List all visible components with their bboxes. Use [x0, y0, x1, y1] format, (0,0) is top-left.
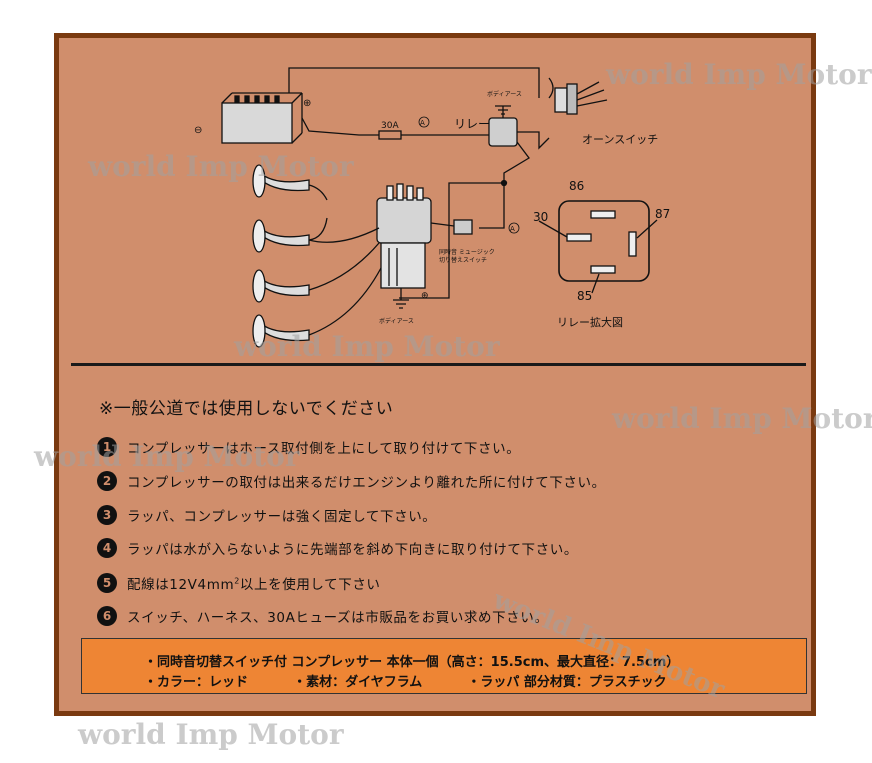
relay-earth-label: ボディアース: [487, 90, 522, 98]
battery-cell: [254, 95, 260, 103]
pin-86-label: 86: [569, 179, 584, 193]
instruction-item: 4 ラッパは水が入らないように先端部を斜め下向きに取り付けて下さい。: [97, 537, 578, 559]
wire-relay-to-compressor: [503, 141, 530, 183]
battery-negative-label: ⊖: [194, 125, 202, 136]
horn-switch-label: オーンスイッチ: [582, 133, 658, 146]
battery-cell: [244, 95, 250, 103]
compressor-port: [386, 185, 394, 201]
music-switch-caption-2: 切り替えスイッチ: [439, 256, 487, 264]
instruction-number: 5: [97, 573, 117, 593]
instruction-item: 2 コンプレッサーの取付は出来るだけエンジンより離れた所に付けて下さい。: [97, 470, 606, 492]
spec-box: ・同時音切替スイッチ付 コンプレッサー 本体一個（高さ：15.5cm、最大直径：…: [81, 638, 807, 694]
pin-85-leader: [591, 273, 600, 294]
spec-color: ・カラー：レッド: [144, 675, 249, 690]
battery-edge: [291, 132, 303, 144]
public-road-warning: ※一般公道では使用しないでください: [99, 399, 394, 419]
section-divider: [71, 363, 806, 366]
pin-30-leader: [538, 220, 568, 238]
instruction-superscript: 2: [234, 576, 240, 586]
instruction-text: 配線は12V4mm2以上を使用して下さい: [127, 573, 381, 594]
fuse-label: 30A: [381, 121, 399, 131]
horn-2: [252, 217, 380, 253]
compressor-port: [406, 185, 414, 201]
fuse: [378, 130, 402, 140]
music-switch-caption-1: 同時音 ミュージック: [439, 248, 495, 256]
instruction-text: ラッパ、コンプレッサーは強く固定して下さい。: [127, 509, 437, 525]
compressor-port: [416, 187, 424, 201]
battery-body: [221, 102, 293, 144]
instruction-item: 5 配線は12V4mm2以上を使用して下さい: [97, 572, 381, 594]
wire-switch-loop: [548, 77, 554, 99]
instruction-number: 4: [97, 538, 117, 558]
instruction-text: コンプレッサーの取付は出来るだけエンジンより離れた所に付けて下さい。: [127, 475, 606, 491]
instruction-number: 6: [97, 606, 117, 626]
horn-switch-wires: [576, 81, 608, 107]
instruction-number: 1: [97, 437, 117, 457]
instruction-text: コンプレッサーはホース取付側を上にして取り付けて下さい。: [127, 441, 521, 457]
instruction-panel: ⊖ ⊕ 30A A リレー ボディアース オーンスイッチ ⊕ ボディアース 同時…: [54, 33, 816, 716]
relay-label: リレー: [454, 117, 490, 131]
pin-87-leader: [636, 219, 658, 239]
instruction-item: 3 ラッパ、コンプレッサーは強く固定して下さい。: [97, 504, 436, 526]
battery-positive-label: ⊕: [303, 98, 311, 109]
wire-power-to-compressor: [399, 182, 504, 299]
pin-85-slot: [590, 265, 616, 274]
instruction-text: ラッパは水が入らないように先端部を斜め下向きに取り付けて下さい。: [127, 542, 578, 558]
pin-30-slot: [566, 233, 592, 242]
instruction-text-part: 以上を使用して下さい: [239, 577, 381, 593]
horn-switch-body: [566, 83, 578, 115]
compressor-positive-label: ⊕: [421, 291, 429, 301]
music-switch: [453, 219, 473, 235]
battery-cell: [234, 95, 240, 103]
relay-box: [488, 117, 518, 147]
instruction-text-part: 配線は12V4mm: [127, 577, 235, 593]
spec-line-2: ・カラー：レッド ・素材：ダイヤフラム ・ラッパ 部分材質：プラスチック: [144, 671, 667, 690]
compressor-earth-label: ボディアース: [379, 317, 414, 325]
wire-to-music-switch: [479, 183, 505, 229]
spec-material: ・素材：ダイヤフラム: [293, 675, 423, 690]
pin-30-label: 30: [533, 210, 548, 224]
wiring-diagram: ⊖ ⊕ 30A A リレー ボディアース オーンスイッチ ⊕ ボディアース 同時…: [194, 67, 670, 348]
instruction-number: 3: [97, 505, 117, 525]
compressor-earth-symbol: [393, 299, 409, 309]
instruction-item: 1 コンプレッサーはホース取付側を上にして取り付けて下さい。: [97, 436, 520, 458]
instruction-item: 6 スイッチ、ハーネス、30Aヒューズは市販品をお買い求め下さい。: [97, 605, 549, 627]
circle-a-label-2: A: [510, 225, 515, 233]
pin-86-slot: [590, 210, 616, 219]
relay-detail-label: リレー拡大図: [557, 315, 623, 329]
circle-a-label: A: [420, 119, 425, 127]
relay-earth-symbol: [495, 105, 511, 115]
pin-87-label: 87: [655, 207, 670, 221]
battery-cell: [274, 95, 280, 103]
wire-music-switch: [430, 222, 455, 227]
horn-1: [252, 164, 328, 201]
horn-4: [252, 267, 382, 348]
pin-85-label: 85: [577, 289, 592, 303]
relay-detail-box: [558, 200, 650, 282]
wire-relay-to-switch: [517, 131, 550, 150]
compressor-body: [380, 242, 426, 289]
compressor-port: [396, 183, 404, 201]
pin-87-slot: [628, 231, 637, 257]
horn-switch-body: [554, 87, 568, 113]
battery-cell: [264, 95, 270, 103]
spec-horn-material: ・ラッパ 部分材質：プラスチック: [467, 675, 667, 690]
spec-line-1: ・同時音切替スイッチ付 コンプレッサー 本体一個（高さ：15.5cm、最大直径：…: [144, 655, 680, 670]
battery-edge: [291, 92, 303, 104]
wire-battery-to-fuse: [301, 117, 379, 136]
compressor-top: [376, 197, 432, 244]
horn-3: [252, 242, 380, 303]
wire-battery-to-switch: [288, 67, 540, 98]
instruction-number: 2: [97, 471, 117, 491]
watermark: world Imp Motor: [78, 718, 344, 751]
instruction-text: スイッチ、ハーネス、30Aヒューズは市販品をお買い求め下さい。: [127, 610, 549, 626]
battery-edge: [221, 92, 233, 104]
